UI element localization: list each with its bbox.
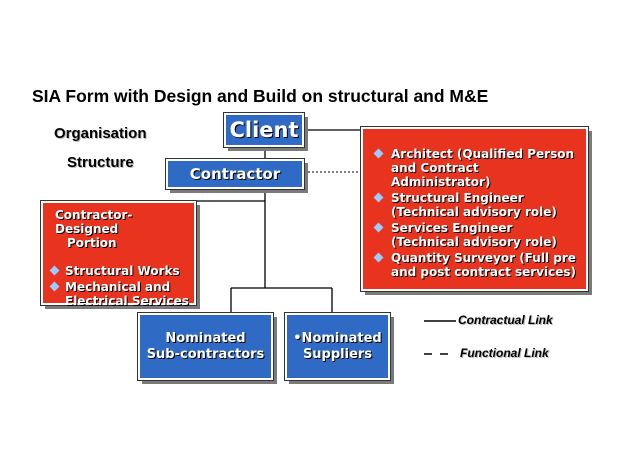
diamond-bullet-icon: [373, 192, 384, 203]
diamond-bullet-icon: [373, 148, 384, 159]
cdp-item: Structural Works: [49, 264, 190, 278]
nominated-subcontractors-box: Nominated Sub-contractors: [137, 312, 274, 381]
cdp-title: Contractor-Designed Portion: [55, 208, 133, 250]
structure-label: Structure: [67, 154, 134, 171]
nominated-suppliers-box: •Nominated Suppliers: [284, 312, 391, 381]
slide-title: SIA Form with Design and Build on struct…: [32, 86, 489, 106]
contractor-designed-portion-box: Contractor-Designed Portion Structural W…: [40, 200, 197, 308]
diamond-bullet-icon: [49, 265, 60, 276]
legend-functional-label: Functional Link: [460, 346, 549, 360]
contractor-label: Contractor: [189, 165, 281, 183]
legend-contractual-label: Contractual Link: [458, 313, 553, 327]
client-box: Client: [223, 112, 305, 148]
consultant-item: Services Engineer(Technical advisory rol…: [373, 221, 580, 249]
diamond-bullet-icon: [49, 281, 60, 292]
contractor-box: Contractor: [165, 158, 305, 190]
consultant-item: Structural Engineer(Technical advisory r…: [373, 191, 580, 219]
diamond-bullet-icon: [373, 252, 384, 263]
organisation-label: Organisation: [54, 125, 147, 142]
diamond-bullet-icon: [373, 222, 384, 233]
client-label: Client: [229, 118, 299, 142]
